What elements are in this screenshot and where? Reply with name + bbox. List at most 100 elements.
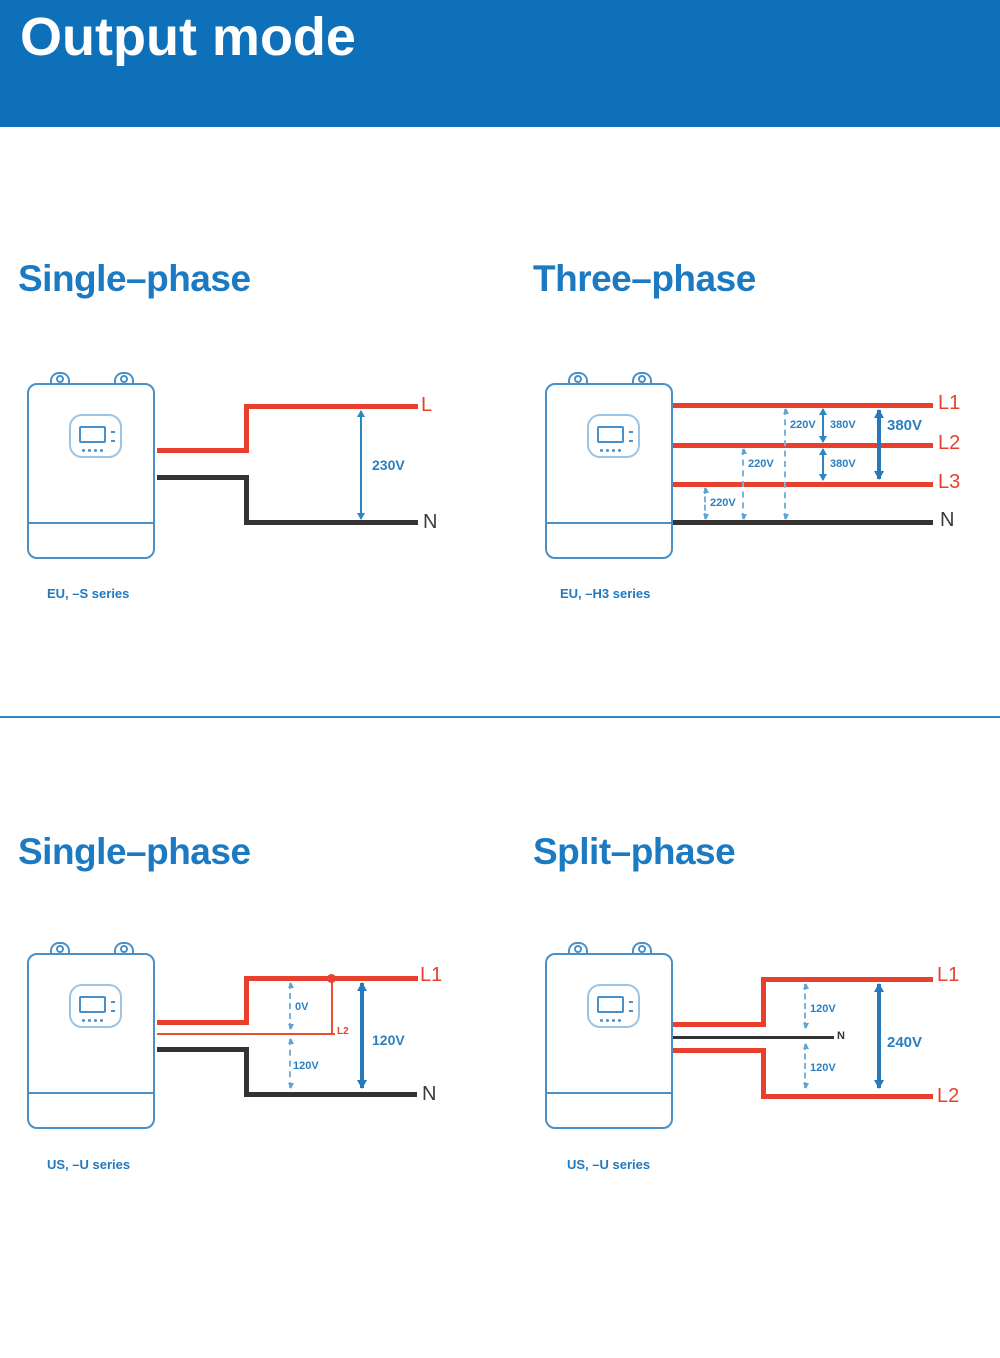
device-bottom-line xyxy=(547,522,671,524)
wire-l xyxy=(244,404,418,409)
wire-label-n: N xyxy=(423,511,438,533)
mounting-tab-icon xyxy=(50,372,70,385)
voltage-label-l2-n: 120V xyxy=(293,1060,319,1072)
wire-l1 xyxy=(673,1022,766,1027)
indicator-dots xyxy=(82,449,103,452)
display-panel xyxy=(587,984,640,1028)
display-panel xyxy=(69,984,122,1028)
voltage-arrow-l1-n xyxy=(360,983,364,1088)
display-screen xyxy=(79,996,106,1013)
wire-l3 xyxy=(673,482,933,487)
wire-l1 xyxy=(673,403,933,408)
voltage-arrow-l2-n xyxy=(289,1039,291,1088)
voltage-arrow-l1-n xyxy=(804,984,806,1028)
voltage-label-l1-l2: 240V xyxy=(887,1034,923,1051)
mounting-tab-icon xyxy=(568,942,588,955)
section-divider xyxy=(0,716,1000,718)
display-screen xyxy=(597,426,624,443)
wire-n xyxy=(157,1047,249,1052)
wire-label-l1: L1 xyxy=(420,964,443,986)
wire-n xyxy=(244,1092,417,1097)
mounting-tab-icon xyxy=(114,942,134,955)
inverter-icon xyxy=(545,942,673,1129)
indicator-dots xyxy=(600,449,621,452)
voltage-arrow-l1-l2 xyxy=(822,409,824,442)
wire-l2 xyxy=(157,1033,335,1035)
wire-label-l2: L2 xyxy=(337,1026,349,1037)
heading-eu-single-phase: Single–phase xyxy=(18,258,251,299)
wire-l2 xyxy=(673,443,933,448)
wire-l2 xyxy=(761,1048,766,1099)
indicator-dots xyxy=(82,1019,103,1022)
device-bottom-line xyxy=(547,1092,671,1094)
display-side-marks xyxy=(111,1001,115,1012)
wire-label-l1: L1 xyxy=(937,964,960,986)
inverter-icon xyxy=(545,372,673,559)
mounting-tab-icon xyxy=(632,942,652,955)
wire-n xyxy=(673,520,933,525)
wire-l2 xyxy=(673,1048,766,1053)
wire-l1 xyxy=(244,976,249,1025)
wire-label-n: N xyxy=(940,509,955,531)
wire-label-l2: L2 xyxy=(938,432,961,454)
display-side-marks xyxy=(629,431,633,442)
wire-n xyxy=(244,520,418,525)
display-panel xyxy=(69,414,122,458)
wire-l1 xyxy=(761,978,766,1027)
wire-n xyxy=(157,475,249,480)
voltage-arrow-l1-l2 xyxy=(289,983,291,1029)
wire-l xyxy=(244,404,249,453)
voltage-label-l1-l2: 0V xyxy=(295,1001,309,1013)
voltage-label-l-n: 230V xyxy=(372,457,405,473)
series-label-eu-s: EU, –S series xyxy=(47,586,130,601)
voltage-label-l2-n: 220V xyxy=(748,458,774,470)
wire-label-n: N xyxy=(422,1083,437,1105)
device-bottom-line xyxy=(29,1092,153,1094)
voltage-label-l1-n: 220V xyxy=(790,419,816,431)
mounting-tab-icon xyxy=(50,942,70,955)
display-side-marks xyxy=(111,431,115,442)
heading-us-split-phase: Split–phase xyxy=(533,831,736,872)
series-label-eu-h3: EU, –H3 series xyxy=(560,586,651,601)
voltage-label-l1-l2: 380V xyxy=(830,419,856,431)
inverter-icon xyxy=(27,942,155,1129)
wire-label-l1: L1 xyxy=(938,392,961,414)
voltage-label-l1-n: 120V xyxy=(372,1032,405,1048)
page-title: Output mode xyxy=(20,7,356,67)
wire-label-l3: L3 xyxy=(938,471,961,493)
wire-l1 xyxy=(157,1020,249,1025)
display-screen xyxy=(597,996,624,1013)
voltage-label-l2-l3: 380V xyxy=(830,458,856,470)
voltage-arrow-l1-l3 xyxy=(877,410,881,479)
wire-n xyxy=(244,1047,249,1097)
display-panel xyxy=(587,414,640,458)
wire-l2 xyxy=(331,979,333,1035)
junction-dot xyxy=(327,974,336,983)
voltage-arrow-l2-n xyxy=(742,449,744,519)
voltage-arrow-l1-n xyxy=(784,409,786,519)
wire-l1 xyxy=(761,977,933,982)
voltage-label-l1-l3: 380V xyxy=(887,417,923,434)
wire-n xyxy=(673,1036,834,1039)
wire-label-l2: L2 xyxy=(937,1085,960,1107)
display-side-marks xyxy=(629,1001,633,1012)
wire-n xyxy=(244,475,249,525)
mounting-tab-icon xyxy=(632,372,652,385)
voltage-label-n-l2: 120V xyxy=(810,1062,836,1074)
voltage-label-l1-n: 120V xyxy=(810,1003,836,1015)
wire-label-l: L xyxy=(421,394,433,416)
voltage-arrow-l-n xyxy=(360,411,362,519)
indicator-dots xyxy=(600,1019,621,1022)
heading-eu-three-phase: Three–phase xyxy=(533,258,756,299)
wire-l xyxy=(157,448,249,453)
header-banner: Output mode xyxy=(0,0,1000,127)
display-screen xyxy=(79,426,106,443)
voltage-arrow-l1-l2 xyxy=(877,984,881,1088)
wire-l2 xyxy=(761,1094,933,1099)
device-bottom-line xyxy=(29,522,153,524)
voltage-arrow-n-l2 xyxy=(804,1044,806,1088)
voltage-label-l3-n: 220V xyxy=(710,497,736,509)
voltage-arrow-l2-l3 xyxy=(822,449,824,480)
wire-label-n: N xyxy=(837,1030,845,1042)
